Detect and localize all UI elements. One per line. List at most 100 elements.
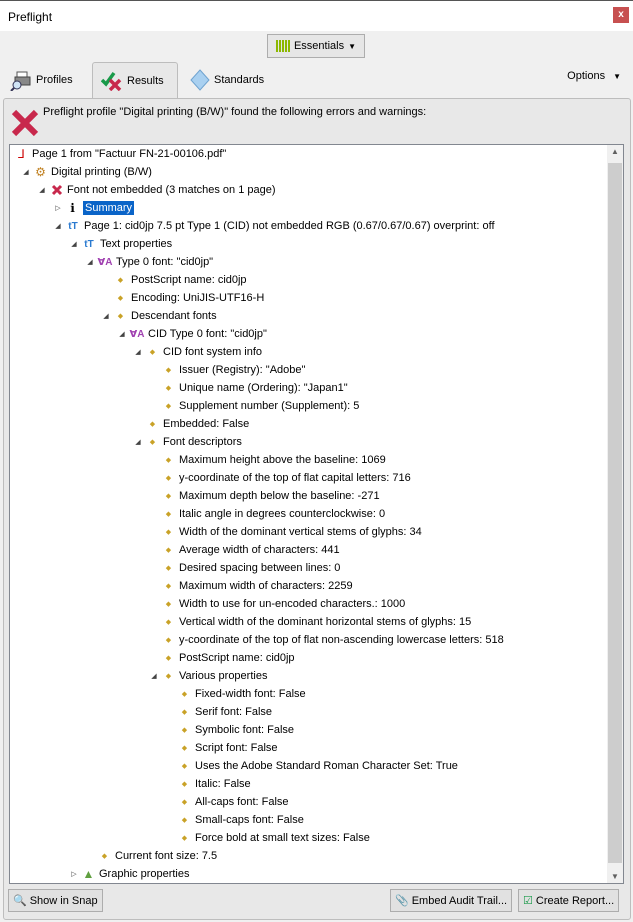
tab-results[interactable]: Results — [92, 62, 178, 98]
tree-item[interactable]: ◆Current font size: 7.5 — [10, 847, 606, 865]
tree-item[interactable]: ◆Italic angle in degrees counterclockwis… — [10, 505, 606, 523]
tree-item-label: Page 1 from "Factuur FN-21-00106.pdf" — [32, 148, 227, 160]
tree-item[interactable]: ◆Italic: False — [10, 775, 606, 793]
tree-item[interactable]: ◆PostScript name: cid0jp — [10, 271, 606, 289]
tree-item[interactable]: ◆Uses the Adobe Standard Roman Character… — [10, 757, 606, 775]
tree-item[interactable]: ◆Maximum width of characters: 2259 — [10, 577, 606, 595]
tree-item[interactable]: ◆Encoding: UniJIS-UTF16-H — [10, 289, 606, 307]
show-in-snap-button[interactable]: 🔍Show in Snap — [8, 889, 103, 912]
tree-item[interactable]: ◢Font not embedded (3 matches on 1 page) — [10, 181, 606, 199]
tree-item-label: Maximum height above the baseline: 1069 — [179, 454, 386, 466]
property-icon: ◆ — [181, 763, 188, 770]
expanded-arrow-icon[interactable]: ◢ — [23, 169, 29, 176]
tree-item[interactable]: ⅃ Page 1 from "Factuur FN-21-00106.pdf" — [10, 145, 606, 163]
property-icon: ◆ — [181, 745, 188, 752]
property-icon: ◆ — [181, 817, 188, 824]
tree-item-label: y-coordinate of the top of flat non-asce… — [179, 634, 504, 646]
tree-item[interactable]: ◆PostScript name: cid0jp — [10, 649, 606, 667]
tree-item[interactable]: ◢◆CID font system info — [10, 343, 606, 361]
tree-item[interactable]: ◆Vertical width of the dominant horizont… — [10, 613, 606, 631]
workspace-dropdown[interactable]: Essentials ▼ — [267, 34, 365, 58]
expanded-arrow-icon[interactable]: ◢ — [151, 673, 157, 680]
tree-item[interactable]: ◆y-coordinate of the top of flat capital… — [10, 469, 606, 487]
property-icon: ◆ — [165, 601, 172, 608]
embed-audit-trail-button[interactable]: 📎Embed Audit Trail... — [390, 889, 513, 912]
tree-item[interactable]: ◆ y-coordinate of the top of flat non-asc… — [10, 631, 606, 649]
pdf-icon: ⅃ — [18, 147, 25, 161]
tree-item-label: Graphic properties — [99, 868, 190, 880]
property-icon: ◆ — [149, 439, 156, 446]
tree-item[interactable]: ◢ ◆ Font descriptors — [10, 433, 606, 451]
tree-item-label: Supplement number (Supplement): 5 — [179, 400, 360, 412]
profile-icon: ⚙ — [35, 165, 46, 179]
tree-item[interactable]: ◆Width of the dominant vertical stems of… — [10, 523, 606, 541]
tree-item-label: Font descriptors — [163, 436, 242, 448]
tree-item[interactable]: ◆Desired spacing between lines: 0 — [10, 559, 606, 577]
tab-standards[interactable]: Standards — [190, 62, 280, 98]
tree-item[interactable]: ◆Small-caps font: False — [10, 811, 606, 829]
tree-item[interactable]: ◆All-caps font: False — [10, 793, 606, 811]
tab-profiles[interactable]: Profiles — [10, 62, 90, 98]
bars-icon — [275, 40, 290, 52]
tree-item[interactable]: ◆Serif font: False — [10, 703, 606, 721]
expanded-arrow-icon[interactable]: ◢ — [71, 241, 77, 248]
collapsed-arrow-icon[interactable]: ▷ — [71, 871, 77, 878]
tree-item-label: Type 0 font: "cid0jp" — [116, 256, 214, 268]
workspace-label: Essentials — [293, 40, 345, 52]
tree-item[interactable]: ◆Symbolic font: False — [10, 721, 606, 739]
expanded-arrow-icon[interactable]: ◢ — [55, 223, 61, 230]
tree-item-label: Digital printing (B/W) — [51, 166, 152, 178]
tree-item[interactable]: ◢◆Descendant fonts — [10, 307, 606, 325]
tree-item[interactable]: ◆Unique name (Ordering): "Japan1" — [10, 379, 606, 397]
graphic-icon: ▲ — [82, 867, 95, 881]
tree-item-label: Force bold at small text sizes: False — [195, 832, 370, 844]
tree-item[interactable]: ◆Maximum depth below the baseline: -271 — [10, 487, 606, 505]
collapsed-arrow-icon[interactable]: ▷ — [55, 205, 61, 212]
expanded-arrow-icon[interactable]: ◢ — [135, 439, 141, 446]
property-icon: ◆ — [117, 313, 124, 320]
tree-item[interactable]: ◆ Force bold at small text sizes: False — [10, 829, 606, 847]
property-icon: ◆ — [165, 637, 172, 644]
create-report-button[interactable]: ☑Create Report... — [518, 889, 620, 912]
window-title: Preflight — [8, 10, 53, 24]
vertical-scrollbar[interactable]: ▲ ▼ — [607, 145, 623, 883]
expanded-arrow-icon[interactable]: ◢ — [119, 331, 125, 338]
tree-item[interactable]: ◢◆Various properties — [10, 667, 606, 685]
tree-item[interactable]: ◆Supplement number (Supplement): 5 — [10, 397, 606, 415]
error-icon — [48, 184, 65, 196]
expanded-arrow-icon[interactable]: ◢ — [103, 313, 109, 320]
info-icon: ℹ — [70, 201, 75, 215]
close-button[interactable]: x — [613, 7, 629, 23]
property-icon: ◆ — [181, 835, 188, 842]
font-icon: ⱯA — [97, 256, 113, 268]
font-icon: ⱯA — [129, 328, 145, 340]
expanded-arrow-icon[interactable]: ◢ — [135, 349, 141, 356]
tree-item[interactable]: ◆Average width of characters: 441 — [10, 541, 606, 559]
tree-item[interactable]: ◆Maximum height above the baseline: 1069 — [10, 451, 606, 469]
property-icon: ◆ — [165, 565, 172, 572]
tree-item[interactable]: ▷ ▲ Graphic properties — [10, 865, 606, 883]
tree-item[interactable]: ◆Fixed-width font: False — [10, 685, 606, 703]
scroll-up-icon[interactable]: ▲ — [611, 147, 619, 156]
tree-item[interactable]: ◆Script font: False — [10, 739, 606, 757]
tree-item-label: y-coordinate of the top of flat capital … — [179, 472, 411, 484]
property-icon: ◆ — [165, 655, 172, 662]
property-icon: ◆ — [181, 709, 188, 716]
expanded-arrow-icon[interactable]: ◢ — [87, 259, 93, 266]
scrollbar-thumb[interactable] — [608, 163, 622, 863]
tree-item-label: Vertical width of the dominant horizonta… — [179, 616, 472, 628]
results-tree[interactable]: ⅃ Page 1 from "Factuur FN-21-00106.pdf" ◢ ⚙… — [9, 144, 624, 884]
tree-item-label: Current font size: 7.5 — [115, 850, 218, 862]
tree-item[interactable]: ◆Issuer (Registry): "Adobe" — [10, 361, 606, 379]
tree-item[interactable]: ◆Embedded: False — [10, 415, 606, 433]
options-menu[interactable]: Options▼ — [567, 70, 621, 82]
tree-item[interactable]: ◆Width to use for un-encoded characters.… — [10, 595, 606, 613]
tree-item[interactable]: ◢ ⚙ Digital printing (B/W) — [10, 163, 606, 181]
scroll-down-icon[interactable]: ▼ — [611, 872, 619, 881]
expanded-arrow-icon[interactable]: ◢ — [39, 187, 45, 194]
